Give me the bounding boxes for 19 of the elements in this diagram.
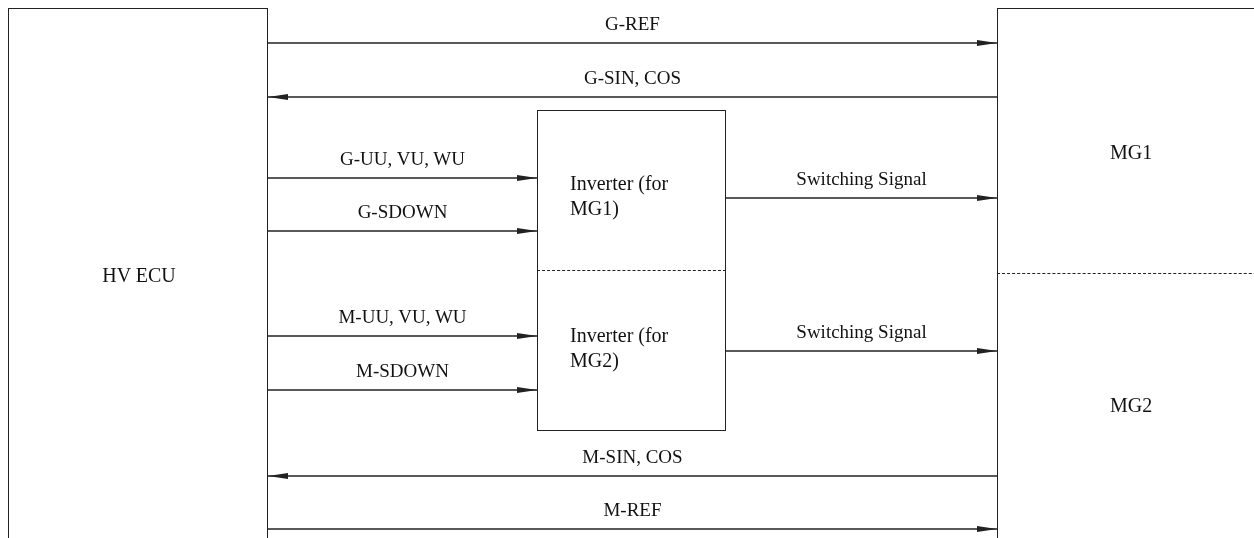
arrow [267,333,538,339]
motor-generator-box [997,8,1254,274]
arrow [267,228,538,234]
node-label: MG1 [1110,141,1153,164]
ecu-box [8,8,268,538]
inverter-box [537,271,726,431]
node-label: HV ECU [101,264,177,287]
arrow [267,526,998,532]
arrow [725,348,998,354]
node-label: Inverter (for MG1) [570,171,670,221]
arrow [267,387,538,393]
arrow [267,94,998,100]
node-label: Inverter (for MG2) [570,323,670,373]
inverter-box [537,110,726,271]
arrow [725,195,998,201]
arrow [267,40,998,46]
node-label: MG2 [1110,394,1153,417]
arrow [267,175,538,181]
arrow [267,473,998,479]
